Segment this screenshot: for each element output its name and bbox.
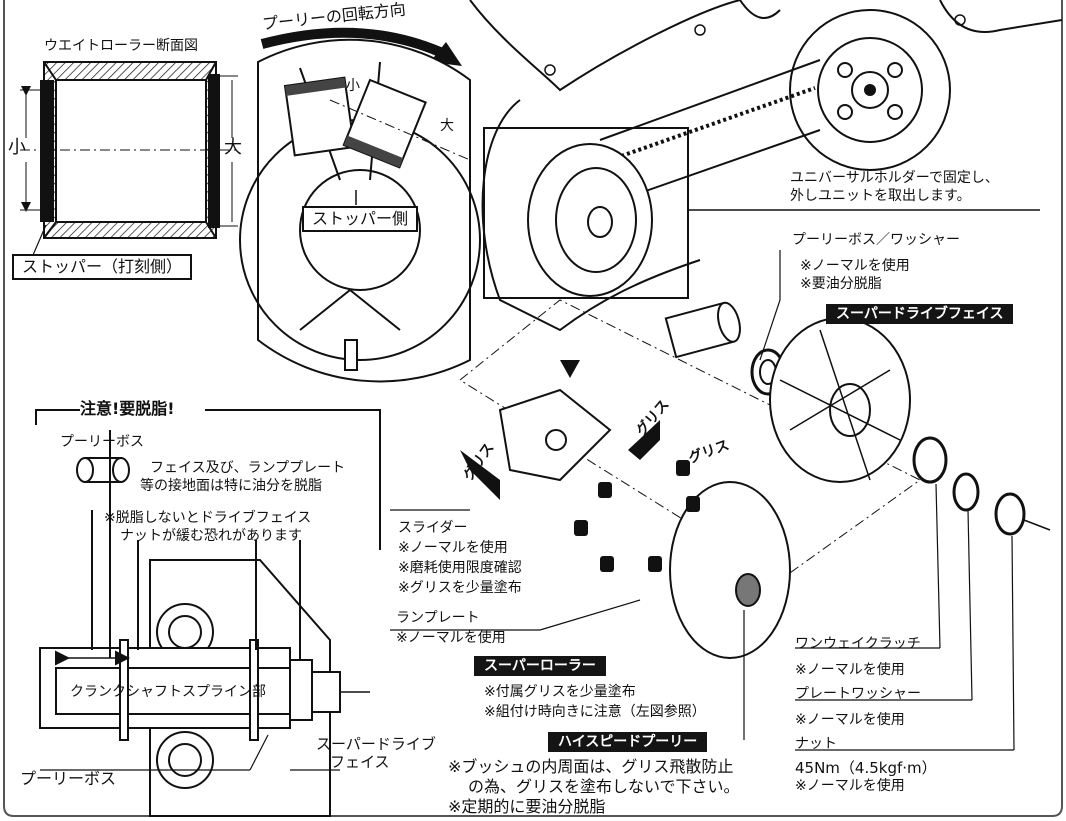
small-label: 小 — [8, 137, 26, 158]
inset-face — [527, 143, 653, 297]
roller-large-mark: 大 — [440, 118, 454, 134]
universal-holder-note-2: 外しユニットを取出します。 — [790, 188, 971, 204]
engine-case — [469, 0, 1063, 332]
crankshaft-section — [39, 430, 370, 817]
plate-washer-note: ※ノーマルを使用 — [795, 712, 905, 728]
exploded-parts — [459, 299, 1051, 659]
crankshaft-label: クランクシャフトスプライン部 — [70, 684, 266, 700]
slider-title: スライダー — [398, 520, 468, 536]
caution-warning-2: ナットが緩む恐れがあります — [120, 528, 302, 544]
super-roller-note-2: ※組付け時向きに注意（左図参照） — [484, 704, 706, 720]
nut-torque: 45Nm（4.5kgf·m） — [795, 759, 937, 777]
universal-holder-note-1: ユニバーサルホルダーで固定し、 — [790, 170, 999, 186]
super-drive-face-label: スーパードライブフェイス — [826, 304, 1014, 325]
caution-warning-1: ※脱脂しないとドライブフェイス — [104, 510, 312, 526]
high-speed-pulley-label: ハイスピードプーリー — [548, 732, 708, 753]
ramp-plate-note: ※ノーマルを使用 — [396, 630, 506, 646]
slider-note-3: ※グリスを少量塗布 — [398, 580, 522, 596]
inset-box — [483, 127, 689, 299]
ramp-plate-title: ランプレート — [396, 610, 480, 626]
caution-boss-label: プーリーボス — [60, 434, 144, 450]
nut-title: ナット — [795, 736, 837, 752]
caution-box — [35, 409, 381, 550]
roller-small-mark: 小 — [346, 78, 360, 94]
roller-cross-section — [16, 61, 240, 263]
pulley-boss-washer-title: プーリーボス／ワッシャー — [792, 232, 960, 248]
super-roller-label: スーパーローラー — [474, 656, 606, 677]
super-drive-face-bottom-1: スーパードライブ — [316, 735, 436, 753]
caution-title: 注意!要脱脂! — [80, 399, 175, 418]
stopper-stamped-label: ストッパー（打刻側） — [12, 254, 193, 281]
one-way-clutch-title: ワンウェイクラッチ — [795, 636, 921, 652]
pulley-boss-bottom-label: プーリーボス — [20, 769, 117, 788]
super-drive-face-bottom-2: フェイス — [330, 753, 390, 771]
caution-face-note-2: 等の接地面は特に油分を脱脂 — [140, 478, 322, 494]
caution-face-note-1: フェイス及び、ランププレート — [150, 460, 346, 476]
bush-note-2: の為、グリスを塗布しないで下さい。 — [468, 777, 740, 796]
plate-washer-title: プレートワッシャー — [795, 686, 921, 702]
outer-frame — [3, 0, 1063, 817]
slider-note-1: ※ノーマルを使用 — [398, 540, 508, 556]
stopper-side-label: ストッパー側 — [302, 206, 419, 233]
large-label: 大 — [224, 137, 242, 158]
super-roller-note-1: ※付属グリスを少量塗布 — [484, 684, 636, 700]
pulley-boss-washer-note-2: ※要油分脱脂 — [800, 276, 882, 292]
one-way-clutch-note: ※ノーマルを使用 — [795, 662, 905, 678]
bush-note-3: ※定期的に要油分脱脂 — [448, 797, 606, 816]
pulley-boss-washer-note-1: ※ノーマルを使用 — [800, 258, 910, 274]
slider-note-2: ※磨耗使用限度確認 — [398, 560, 522, 576]
nut-note: ※ノーマルを使用 — [795, 778, 905, 794]
bush-note-1: ※ブッシュの内周面は、グリス飛散防止 — [448, 757, 734, 776]
roller-section-title: ウエイトローラー断面図 — [44, 38, 198, 54]
